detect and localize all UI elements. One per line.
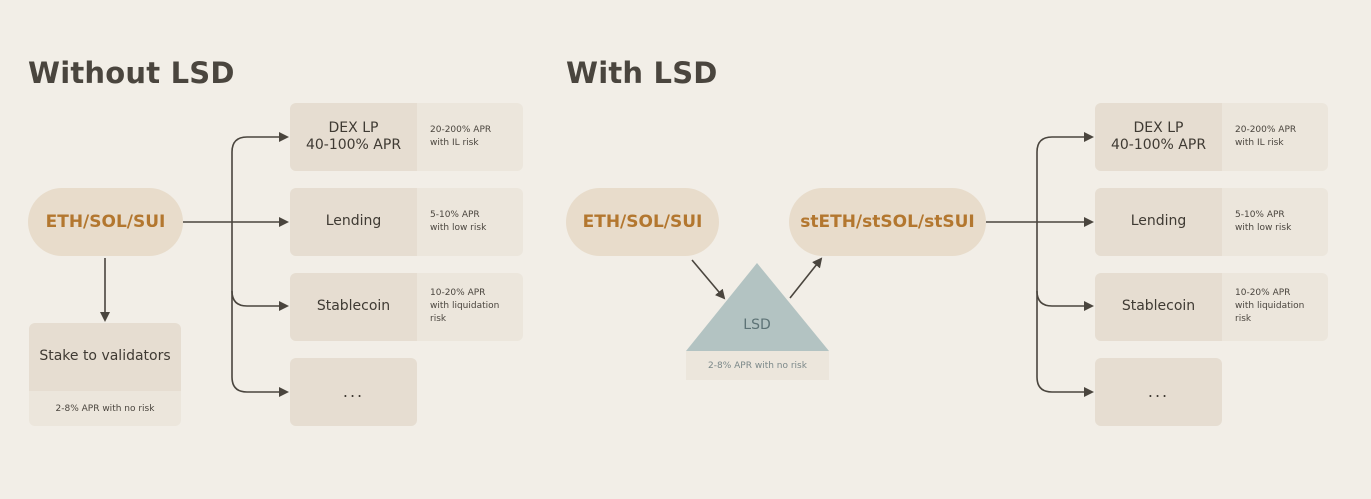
target-stablecoin-right: Stablecoin [1095,273,1222,341]
arrow-right-to-more [1036,291,1094,397]
target-stablecoin-left: Stablecoin [290,273,417,341]
source-token-pill-left: ETH/SOL/SUI [28,188,183,256]
target-lending-left: Lending [290,188,417,256]
title-without-lsd: Without LSD [28,56,235,90]
target-more-left: ... [290,358,417,426]
target-dexlp-right: DEX LP 40-100% APR [1095,103,1222,171]
derivative-token-pill: stETH/stSOL/stSUI [789,188,986,256]
lsd-label: LSD [743,317,771,333]
note-dexlp-left: 20-200% APR with IL risk [417,103,523,171]
arrow-left-to-more [231,291,289,397]
source-token-pill-right: ETH/SOL/SUI [566,188,719,256]
title-with-lsd: With LSD [566,56,718,90]
note-dexlp-right: 20-200% APR with IL risk [1222,103,1328,171]
lsd-note: 2-8% APR with no risk [686,351,829,380]
arrow-right-to-stablecoin [1036,222,1094,311]
arrow-left-to-stablecoin [231,222,289,311]
target-lending-right: Lending [1095,188,1222,256]
lsd-triangle [686,263,829,351]
note-lending-left: 5-10% APR with low risk [417,188,523,256]
note-lending-right: 5-10% APR with low risk [1222,188,1328,256]
stake-to-validators-box: Stake to validators [29,323,181,391]
target-dexlp-left: DEX LP 40-100% APR [290,103,417,171]
arrow-right-to-dexlp [1036,132,1094,222]
arrow-left-to-dexlp [231,132,289,222]
arrow-lsd-to-derivative [789,257,823,299]
arrow-source-to-lsd [691,259,726,300]
target-more-right: ... [1095,358,1222,426]
note-stablecoin-right: 10-20% APR with liquidation risk [1222,273,1328,341]
stake-note: 2-8% APR with no risk [29,391,181,426]
note-stablecoin-left: 10-20% APR with liquidation risk [417,273,523,341]
